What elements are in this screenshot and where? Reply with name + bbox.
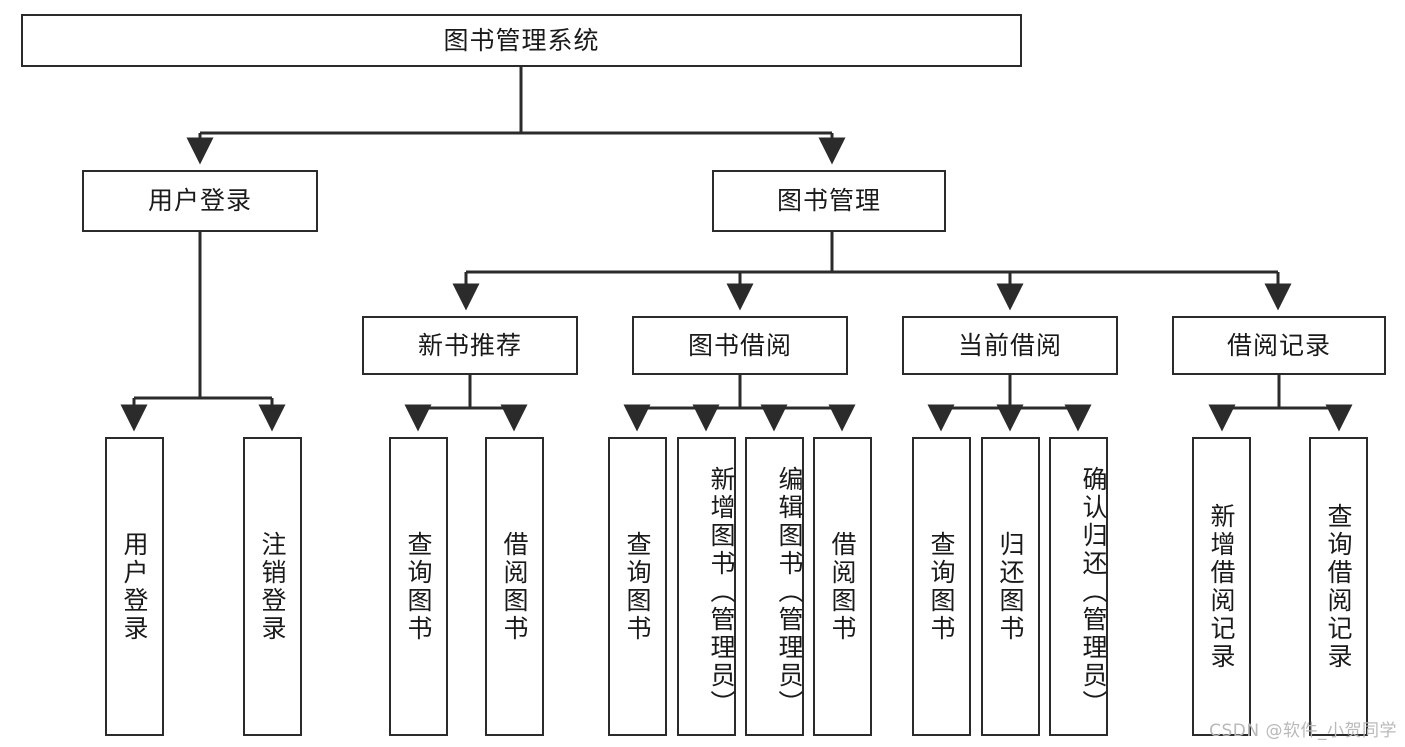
leaf-return-book[interactable]: 归还图书 [981, 437, 1040, 736]
leaf-query-book-recommend[interactable]: 查询图书 [389, 437, 448, 736]
node-current-borrow[interactable]: 当前借阅 [902, 316, 1118, 375]
leaf-confirm-return-admin[interactable]: 确认归还（管理员） [1049, 437, 1108, 736]
leaf-query-book-current[interactable]: 查询图书 [912, 437, 971, 736]
leaf-query-book-borrow[interactable]: 查询图书 [608, 437, 667, 736]
node-root[interactable]: 图书管理系统 [21, 14, 1022, 67]
node-user-login[interactable]: 用户登录 [82, 170, 318, 232]
node-book-management[interactable]: 图书管理 [712, 170, 946, 232]
leaf-edit-book-admin[interactable]: 编辑图书（管理员） [745, 437, 804, 736]
leaf-logout[interactable]: 注销登录 [243, 437, 302, 736]
leaf-borrow-book[interactable]: 借阅图书 [813, 437, 872, 736]
leaf-add-book-admin[interactable]: 新增图书（管理员） [677, 437, 736, 736]
leaf-add-borrow-record[interactable]: 新增借阅记录 [1192, 437, 1251, 736]
node-book-borrow[interactable]: 图书借阅 [632, 316, 848, 375]
node-borrow-record[interactable]: 借阅记录 [1172, 316, 1386, 375]
node-new-book-recommend[interactable]: 新书推荐 [362, 316, 578, 375]
leaf-borrow-book-recommend[interactable]: 借阅图书 [485, 437, 544, 736]
leaf-user-login[interactable]: 用户登录 [105, 437, 164, 736]
leaf-query-borrow-record[interactable]: 查询借阅记录 [1309, 437, 1368, 736]
watermark: CSDN @软件_小贺同学 [1209, 721, 1397, 741]
